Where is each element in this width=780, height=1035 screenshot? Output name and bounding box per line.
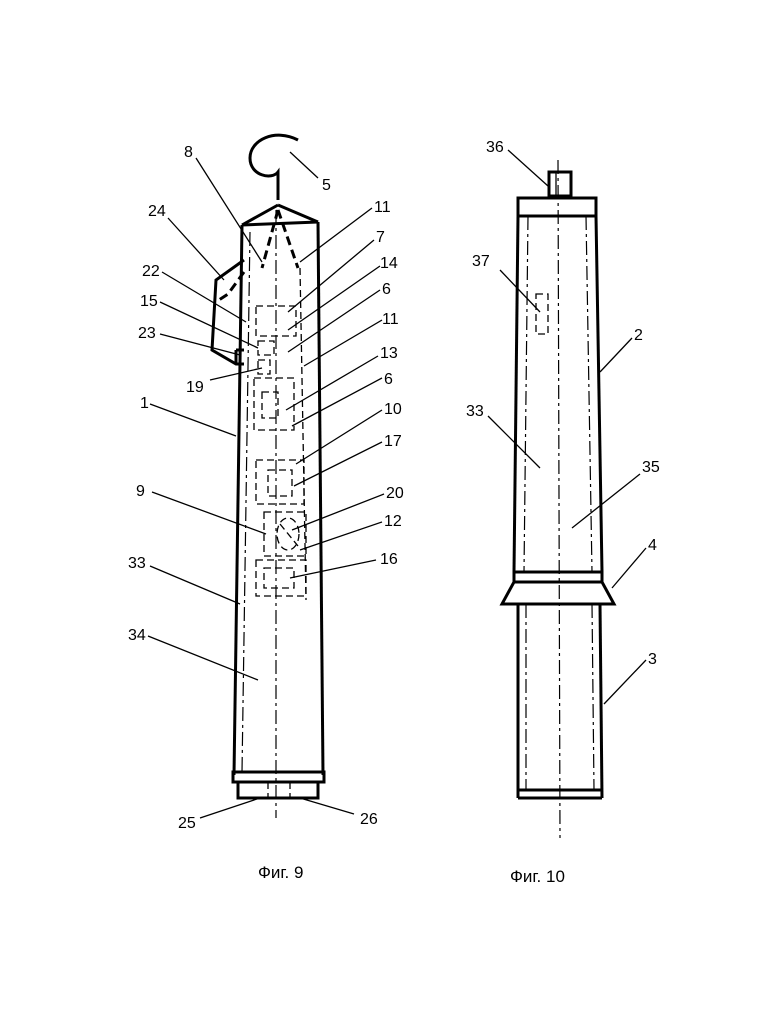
label-14: 14: [380, 255, 398, 272]
label-1: 1: [140, 395, 149, 412]
label-34: 34: [128, 627, 146, 644]
label-15: 15: [140, 293, 158, 310]
cap-base: [242, 222, 318, 225]
leader-2: [600, 338, 632, 372]
leader-5: [290, 152, 318, 178]
leader-15: [160, 302, 258, 348]
leader-34: [148, 636, 258, 680]
leader-11b: [304, 320, 382, 366]
lower-right-wall: [600, 604, 602, 798]
leader-3: [604, 660, 646, 704]
label-6: 6: [382, 281, 391, 298]
element-37: [536, 294, 548, 334]
wire-11: [278, 210, 298, 268]
block-13: [254, 378, 294, 430]
cap-left: [242, 205, 278, 225]
block-17: [268, 470, 292, 496]
label-11: 11: [374, 199, 391, 216]
label-35: 35: [642, 459, 660, 476]
label-16: 16: [380, 551, 398, 568]
label-12: 12: [384, 513, 402, 530]
body-right-wall: [318, 222, 323, 775]
leader-9: [152, 492, 266, 534]
label-3: 3: [648, 651, 657, 668]
leader-17: [294, 442, 382, 486]
head-cap: [518, 198, 596, 216]
label-6b: 6: [384, 371, 393, 388]
leader-1: [150, 404, 236, 436]
upper-inner-33: [524, 216, 528, 572]
leader-13: [286, 356, 378, 410]
leader-12: [300, 522, 382, 550]
leader-23: [160, 334, 240, 355]
block-10: [256, 460, 304, 504]
center-axis-10: [558, 160, 560, 838]
label-36: 36: [486, 139, 504, 156]
label-19: 19: [186, 379, 204, 396]
label-10: 10: [384, 401, 402, 418]
label-25: 25: [178, 815, 196, 832]
label-23: 23: [138, 325, 156, 342]
body-left-wall: [234, 225, 242, 775]
leader-36: [508, 150, 548, 186]
label-33: 33: [128, 555, 146, 572]
block-16-inner: [264, 568, 294, 588]
leader-8: [196, 158, 262, 262]
label-11b: 11: [382, 311, 399, 328]
leader-35: [572, 474, 640, 528]
label-8: 8: [184, 144, 193, 161]
label-4: 4: [648, 537, 657, 554]
label-37: 37: [472, 253, 490, 270]
leader-33: [150, 566, 240, 604]
label-24: 24: [148, 203, 166, 220]
figure-9: 8 5 24 11 7 22 14 15 6 11 23 13 19 6 1 1…: [128, 135, 404, 882]
label-5: 5: [322, 177, 331, 194]
label-9: 9: [136, 483, 145, 500]
element-20-diag: [280, 524, 298, 546]
upper-right-wall: [596, 216, 602, 572]
bottom-cap: [238, 782, 318, 798]
leader-25: [200, 798, 260, 818]
cap-right: [278, 205, 318, 222]
knob-36: [549, 172, 571, 196]
block-19: [258, 360, 270, 374]
leader-16: [290, 560, 376, 578]
figure-10: 36 37 2 33 35 4 3 Фиг. 10: [466, 139, 660, 886]
leader-10: [296, 410, 382, 464]
caption-fig9: Фиг. 9: [258, 863, 303, 882]
inner-wall-33: [242, 232, 250, 772]
leader-11a: [300, 208, 372, 262]
block-15: [258, 341, 274, 355]
leader-22: [162, 272, 246, 322]
label-7: 7: [376, 229, 385, 246]
leader-24: [168, 218, 224, 280]
lower-inner-right: [592, 604, 594, 790]
label-26: 26: [360, 811, 378, 828]
upper-inner-35: [586, 216, 592, 572]
upper-left-wall: [514, 216, 518, 572]
label-33b: 33: [466, 403, 484, 420]
label-17: 17: [384, 433, 402, 450]
caption-fig10: Фиг. 10: [510, 867, 565, 886]
label-20: 20: [386, 485, 404, 502]
hook-5: [250, 135, 298, 200]
leader-4: [612, 548, 646, 588]
label-22: 22: [142, 263, 160, 280]
label-13: 13: [380, 345, 398, 362]
ring-4-flange: [502, 582, 614, 604]
label-2: 2: [634, 327, 643, 344]
leader-37: [500, 270, 540, 312]
leader-7: [288, 240, 374, 312]
leader-26: [300, 798, 354, 814]
leader-20: [292, 494, 384, 530]
